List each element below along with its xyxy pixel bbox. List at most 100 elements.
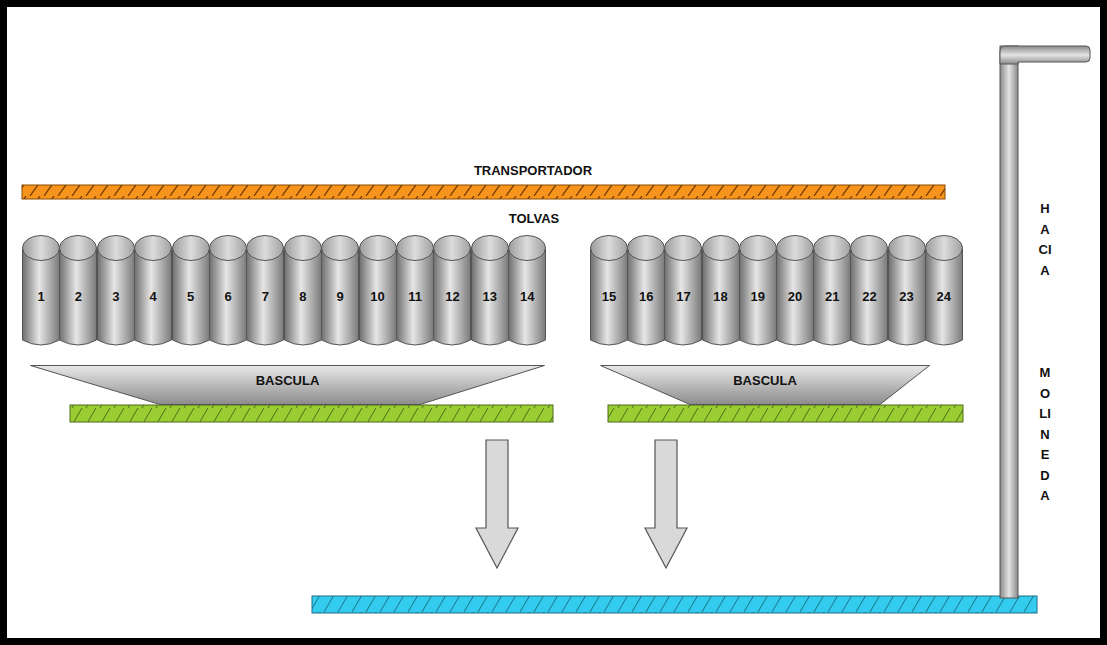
hopper: 20 (776, 235, 814, 346)
hopper-body (97, 248, 134, 345)
hopper-top (628, 236, 665, 261)
elevator-pipe (1000, 46, 1018, 598)
frame (4, 4, 1104, 642)
hopper-body (665, 248, 702, 345)
screw-conveyor (22, 185, 945, 199)
hopper-body (60, 248, 97, 345)
hopper: 11 (396, 235, 434, 346)
scale-body (31, 366, 545, 405)
hopper-top (702, 236, 739, 261)
hopper-body (851, 248, 888, 345)
hopper-top (97, 236, 134, 261)
hopper-top (172, 236, 209, 261)
hopper-number: 5 (187, 289, 194, 304)
hopper-number: 9 (337, 289, 344, 304)
hopper-number: 18 (713, 289, 727, 304)
hoppers-label: TOLVAS (509, 211, 560, 226)
hopper-body (591, 248, 628, 345)
hopper: 15 (590, 235, 628, 346)
hopper: 23 (888, 235, 926, 346)
hopper-number: 19 (751, 289, 765, 304)
hopper-number: 3 (112, 289, 119, 304)
hopper-number: 15 (602, 289, 616, 304)
hopper: 22 (850, 235, 888, 346)
hopper-top (591, 236, 628, 261)
hopper-top (23, 236, 60, 261)
hopper-body (471, 248, 508, 345)
hopper-number: 12 (445, 289, 459, 304)
hopper-top (247, 236, 284, 261)
flow-arrow (645, 440, 687, 568)
hopper-body (628, 248, 665, 345)
hopper-number: 23 (899, 289, 913, 304)
hopper-body (509, 248, 546, 345)
flow-arrow (476, 440, 518, 568)
hopper-body (172, 248, 209, 345)
screw-conveyor (70, 405, 553, 422)
destination-label: HACIA (1039, 199, 1052, 281)
hopper: 1 (22, 235, 60, 346)
hopper-body (434, 248, 471, 345)
hopper-body (777, 248, 814, 345)
hopper-number: 17 (676, 289, 690, 304)
hopper: 16 (627, 235, 665, 346)
hopper-top (471, 236, 508, 261)
screw-thread (312, 596, 1037, 613)
hopper-top (888, 236, 925, 261)
scale: BASCULA (30, 365, 545, 405)
hopper: 4 (134, 235, 172, 346)
hopper: 7 (246, 235, 284, 346)
screw-thread (608, 405, 963, 422)
hopper-number: 8 (299, 289, 306, 304)
hopper-number: 16 (639, 289, 653, 304)
hopper-body (739, 248, 776, 345)
screw-thread (22, 185, 945, 199)
hopper-top (739, 236, 776, 261)
hopper-number: 11 (408, 289, 422, 304)
elevator-head (1000, 46, 1090, 64)
hopper-number: 6 (224, 289, 231, 304)
hopper: 3 (97, 235, 135, 346)
hopper-body (210, 248, 247, 345)
hopper: 14 (508, 235, 546, 346)
hopper: 9 (321, 235, 359, 346)
hopper-body (322, 248, 359, 345)
hopper-top (359, 236, 396, 261)
hopper: 13 (471, 235, 509, 346)
hopper-top (210, 236, 247, 261)
hopper: 8 (284, 235, 322, 346)
scale-body (601, 366, 930, 405)
hopper-number: 14 (520, 289, 534, 304)
hopper-number: 7 (262, 289, 269, 304)
hopper-number: 2 (75, 289, 82, 304)
hopper-body (23, 248, 60, 345)
hopper-top (777, 236, 814, 261)
hopper-number: 10 (370, 289, 384, 304)
hopper: 19 (739, 235, 777, 346)
hopper-top (434, 236, 471, 261)
hopper: 6 (209, 235, 247, 346)
hopper: 24 (925, 235, 963, 346)
hopper-body (284, 248, 321, 345)
hopper-body (397, 248, 434, 345)
hopper-top (135, 236, 172, 261)
hopper-number: 24 (937, 289, 951, 304)
hopper: 2 (59, 235, 97, 346)
hopper-body (135, 248, 172, 345)
hopper-top (397, 236, 434, 261)
conveyor-label: TRANSPORTADOR (474, 163, 592, 178)
hopper-body (702, 248, 739, 345)
scale: BASCULA (600, 365, 930, 405)
screw-conveyor (312, 596, 1037, 613)
hopper-number: 4 (150, 289, 157, 304)
hopper-body (359, 248, 396, 345)
hopper: 5 (172, 235, 210, 346)
hopper-top (925, 236, 962, 261)
scale-label: BASCULA (733, 373, 797, 388)
hopper: 10 (359, 235, 397, 346)
screw-thread (70, 405, 553, 422)
hopper-number: 21 (825, 289, 839, 304)
hopper-number: 1 (37, 289, 44, 304)
hopper-body (925, 248, 962, 345)
hopper-top (851, 236, 888, 261)
